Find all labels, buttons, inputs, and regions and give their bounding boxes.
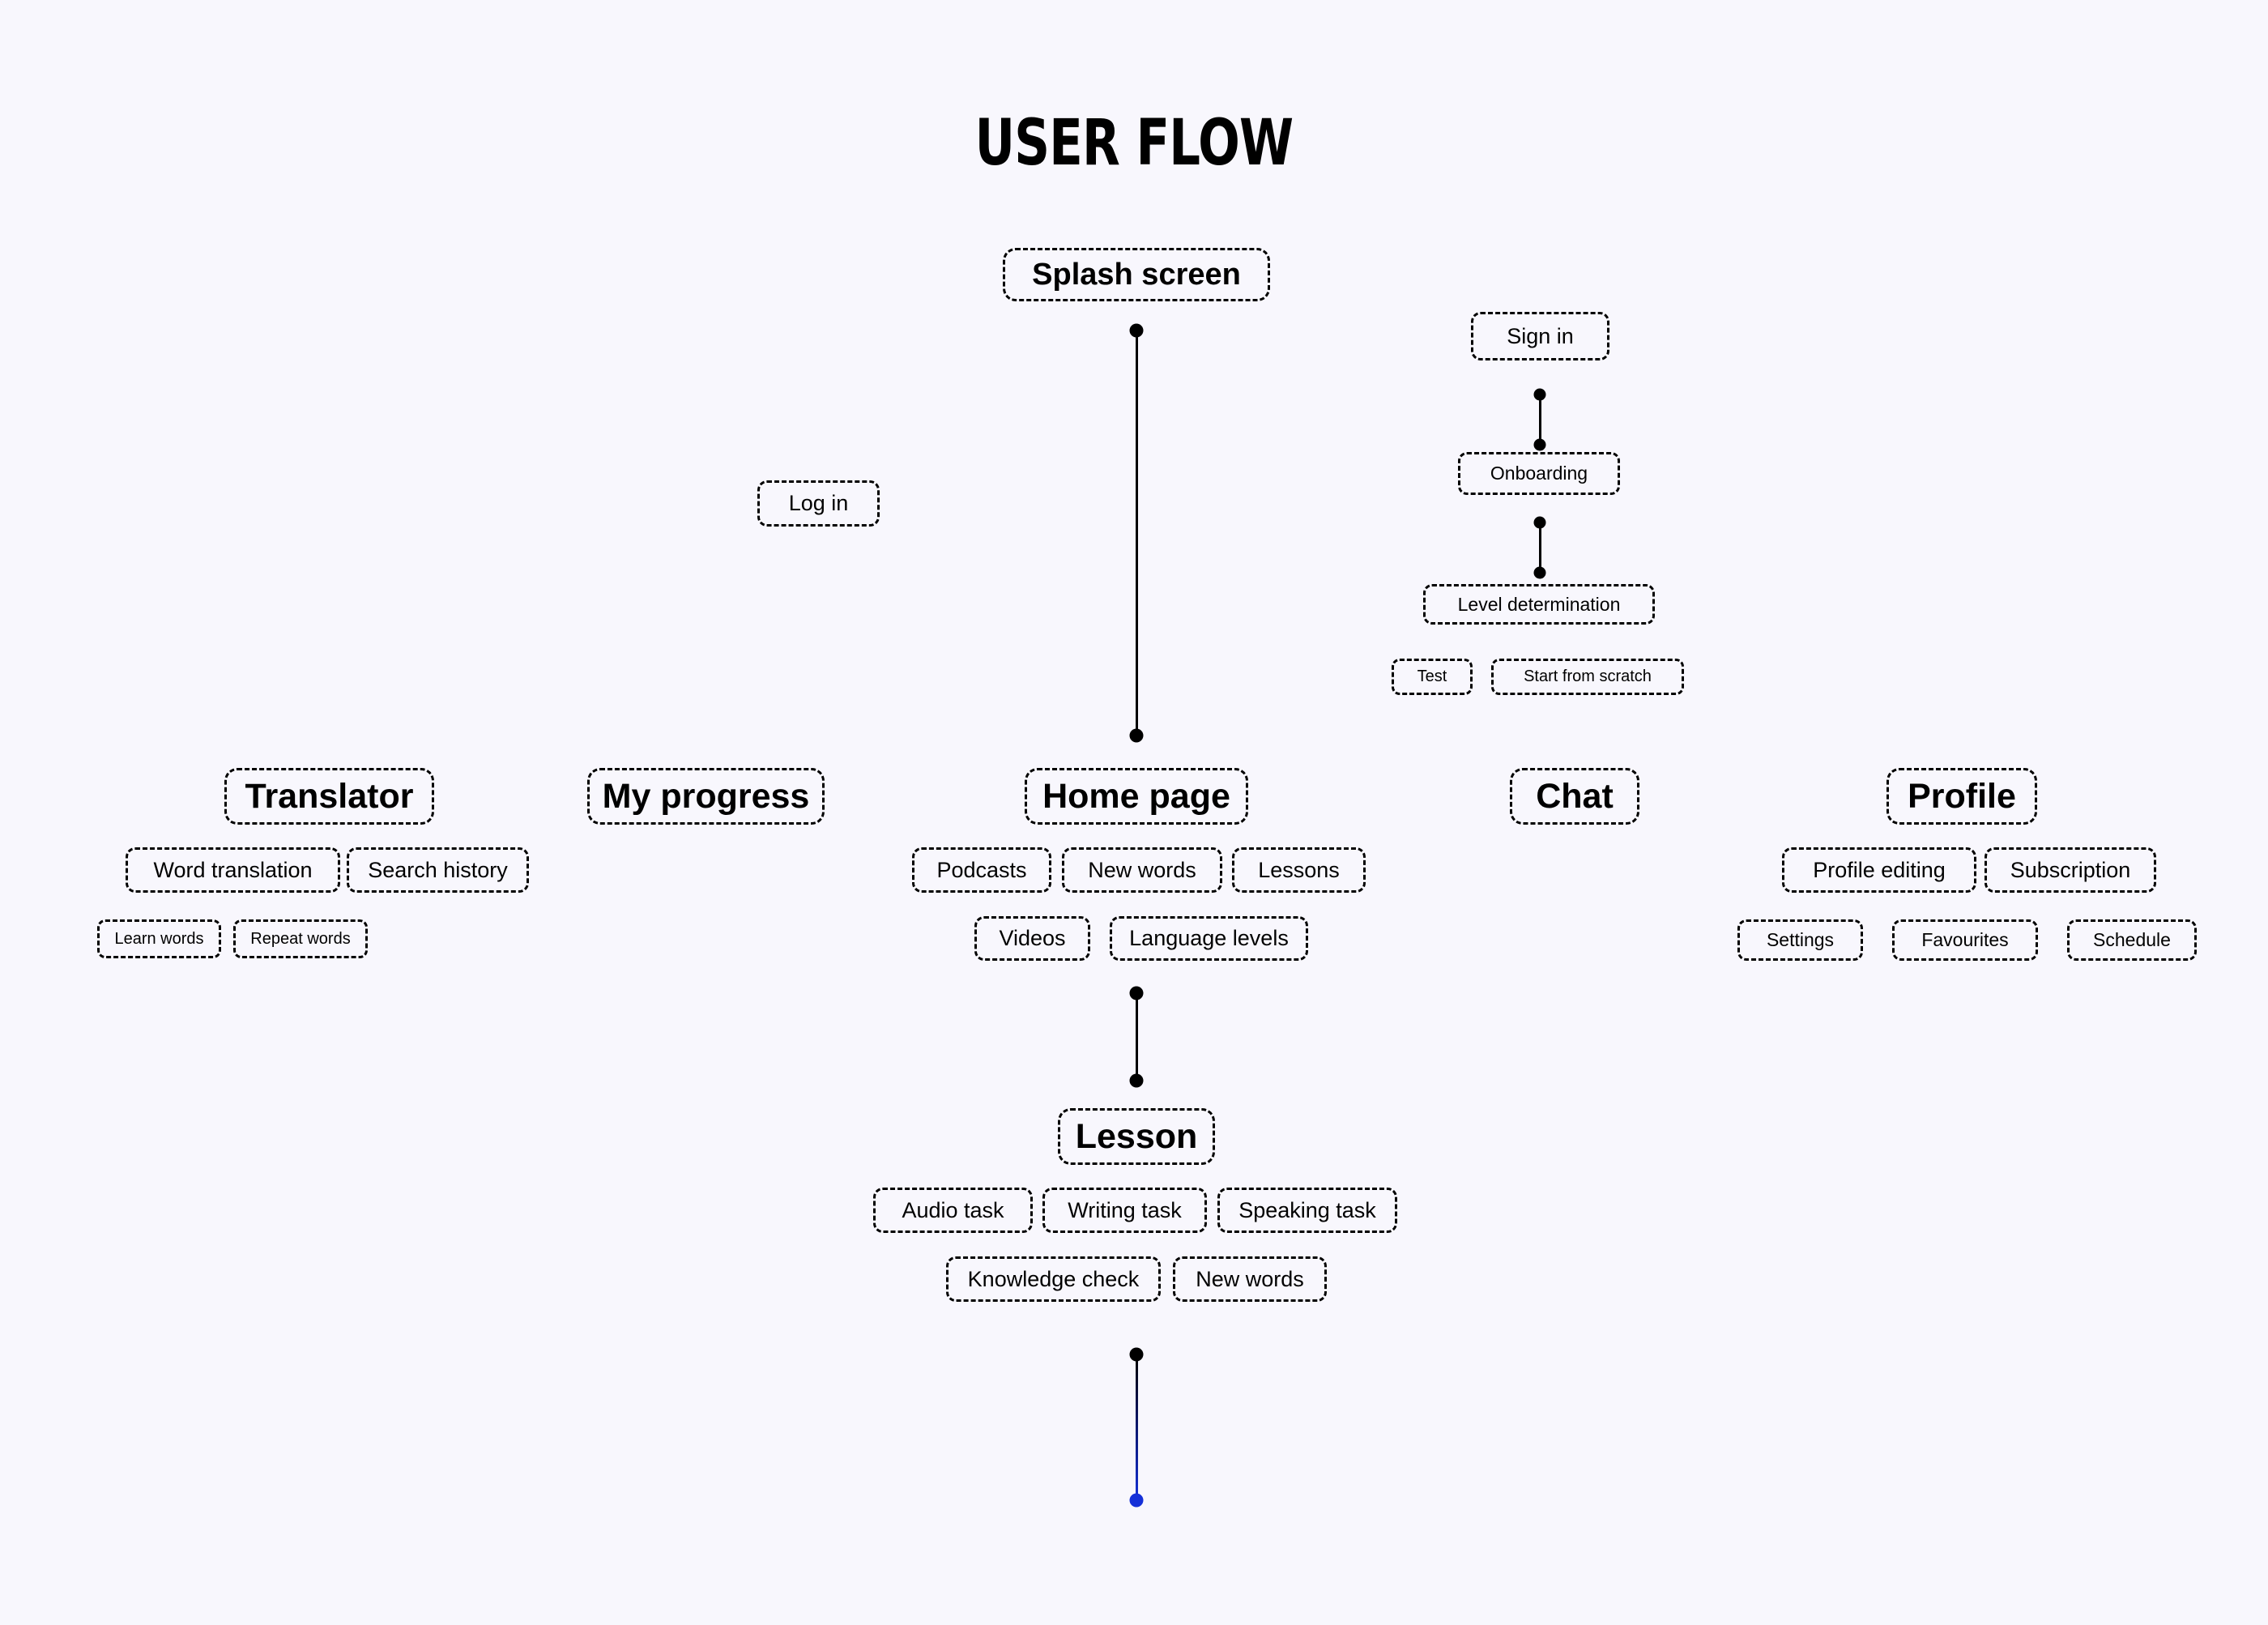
node-learn-words[interactable]: Learn words [97, 919, 221, 958]
node-profile-editing[interactable]: Profile editing [1782, 847, 1976, 893]
connector-dot-start [1129, 323, 1144, 338]
node-label: Profile [1908, 776, 2016, 816]
connector-home-to-lesson [1136, 993, 1138, 1081]
node-favourites[interactable]: Favourites [1892, 919, 2038, 961]
node-onboarding[interactable]: Onboarding [1458, 452, 1620, 495]
node-label: Subscription [2010, 857, 2131, 882]
node-sign-in[interactable]: Sign in [1471, 312, 1609, 360]
node-label: Onboarding [1490, 463, 1588, 484]
connector-signin-to-onboarding [1539, 395, 1541, 445]
node-lesson-new-words[interactable]: New words [1173, 1256, 1327, 1302]
node-label: Lessons [1258, 857, 1340, 882]
node-settings[interactable]: Settings [1737, 919, 1863, 961]
node-label: Sign in [1507, 323, 1574, 348]
node-lessons[interactable]: Lessons [1232, 847, 1366, 893]
node-label: Repeat words [250, 929, 351, 948]
node-writing-task[interactable]: Writing task [1042, 1188, 1207, 1233]
node-label: New words [1196, 1266, 1304, 1291]
connector-dot-end [1129, 728, 1144, 743]
connector-dot-end [1533, 438, 1546, 451]
connector-dot-start [1129, 986, 1144, 1000]
node-label: Audio task [902, 1197, 1004, 1222]
node-label: New words [1088, 857, 1196, 882]
node-search-history[interactable]: Search history [347, 847, 529, 893]
node-start-from-scratch[interactable]: Start from scratch [1491, 659, 1684, 695]
node-translator[interactable]: Translator [224, 768, 434, 825]
node-label: Log in [788, 491, 849, 515]
node-label: Podcasts [936, 857, 1027, 882]
node-schedule[interactable]: Schedule [2067, 919, 2197, 961]
node-label: Favourites [1921, 929, 2009, 950]
node-my-progress[interactable]: My progress [587, 768, 825, 825]
node-label: Home page [1042, 776, 1230, 816]
node-label: Splash screen [1032, 257, 1241, 292]
node-level-determination[interactable]: Level determination [1423, 584, 1655, 625]
node-label: Translator [245, 776, 414, 816]
node-label: Start from scratch [1524, 667, 1652, 685]
node-label: Speaking task [1238, 1197, 1376, 1222]
node-lesson[interactable]: Lesson [1058, 1108, 1215, 1165]
connector-lesson-to-next [1136, 1354, 1138, 1500]
node-label: Test [1417, 667, 1447, 685]
node-language-levels[interactable]: Language levels [1110, 916, 1308, 961]
node-repeat-words[interactable]: Repeat words [233, 919, 368, 958]
node-label: Learn words [114, 929, 204, 948]
node-label: Settings [1766, 929, 1835, 950]
node-videos[interactable]: Videos [974, 916, 1090, 961]
node-label: Search history [368, 857, 508, 882]
node-word-translation[interactable]: Word translation [126, 847, 340, 893]
node-label: Knowledge check [967, 1266, 1140, 1291]
connector-dot-start [1129, 1347, 1144, 1362]
node-label: Schedule [2093, 929, 2171, 950]
node-label: Word translation [153, 857, 313, 882]
connector-dot-end-blue [1129, 1493, 1144, 1508]
connector-dot-start [1533, 516, 1546, 529]
node-speaking-task[interactable]: Speaking task [1217, 1188, 1397, 1233]
connector-dot-start [1533, 388, 1546, 401]
node-label: Language levels [1129, 926, 1289, 950]
node-label: Videos [999, 926, 1066, 950]
node-new-words[interactable]: New words [1062, 847, 1222, 893]
connector-splash-to-home [1136, 331, 1138, 736]
node-log-in[interactable]: Log in [757, 480, 880, 527]
page-title: USER FLOW [974, 107, 1294, 180]
node-label: My progress [602, 776, 810, 816]
connector-dot-end [1129, 1073, 1144, 1088]
node-splash-screen[interactable]: Splash screen [1003, 248, 1270, 301]
node-label: Lesson [1075, 1116, 1198, 1156]
node-home-page[interactable]: Home page [1025, 768, 1248, 825]
node-subscription[interactable]: Subscription [1985, 847, 2156, 893]
node-label: Writing task [1068, 1197, 1182, 1222]
connector-dot-end [1533, 566, 1546, 579]
node-audio-task[interactable]: Audio task [873, 1188, 1033, 1233]
node-profile[interactable]: Profile [1886, 768, 2037, 825]
node-podcasts[interactable]: Podcasts [912, 847, 1051, 893]
node-label: Profile editing [1813, 857, 1946, 882]
node-label: Chat [1536, 776, 1614, 816]
node-test[interactable]: Test [1392, 659, 1473, 695]
node-chat[interactable]: Chat [1510, 768, 1639, 825]
node-label: Level determination [1457, 593, 1621, 615]
connector-onboarding-to-level [1539, 522, 1541, 573]
node-knowledge-check[interactable]: Knowledge check [946, 1256, 1161, 1302]
